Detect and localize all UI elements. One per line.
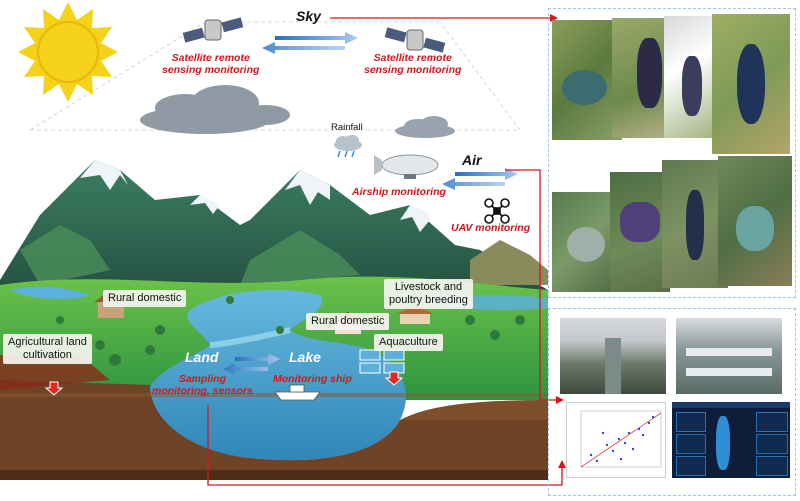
monitoring-ship-label: Monitoring ship [273, 373, 352, 385]
air-exchange-arrow-icon [442, 168, 518, 190]
airship-label: Airship monitoring [352, 186, 446, 198]
rain-cloud-icon [334, 135, 362, 158]
agricultural-label: Agricultural land cultivation [3, 334, 92, 364]
cloud-icon [140, 85, 290, 134]
cloud-icon [395, 116, 455, 138]
land-label: Land [185, 349, 219, 365]
scatter-plot [580, 410, 662, 468]
field-photo-2 [676, 318, 782, 394]
rural-domestic-left-label: Rural domestic [103, 290, 187, 307]
rural-domestic-center-label: Rural domestic [306, 313, 390, 330]
drone-icon [484, 198, 510, 224]
monitoring-dashboard [672, 402, 790, 478]
aquaculture-ponds [359, 349, 405, 374]
mountain-range [0, 160, 548, 300]
livestock-label: Livestock and poultry breeding [384, 279, 473, 309]
lake-label: Lake [289, 349, 321, 365]
uav-label: UAV monitoring [451, 222, 531, 234]
sky-exchange-arrow-icon [262, 32, 358, 54]
sampling-label: Sampling monitoring, sensors [152, 373, 253, 397]
concentration-scatter-chart [566, 402, 666, 478]
sky-label: Sky [296, 8, 321, 24]
arrow-icon [44, 371, 404, 396]
air-label: Air [462, 152, 482, 168]
satellite-icon [384, 27, 446, 53]
ship-icon [274, 384, 321, 401]
remote-sensing-panel [548, 8, 796, 298]
satellite-image-8 [718, 156, 792, 286]
satellite-left-label: Satellite remote sensing monitoring [162, 52, 260, 76]
satellite-image-6 [610, 172, 670, 292]
satellite-image-7 [662, 160, 728, 288]
satellite-image-1 [552, 20, 622, 140]
field-photo-1 [560, 318, 666, 394]
aquaculture-label: Aquaculture [374, 334, 443, 351]
satellite-image-2 [612, 18, 674, 138]
satellite-image-4 [712, 14, 790, 154]
satellite-right-label: Satellite remote sensing monitoring [364, 52, 462, 76]
rainfall-label: Rainfall [331, 122, 363, 133]
field-data-panel [548, 308, 796, 496]
satellite-image-5 [552, 192, 617, 292]
house-icon [396, 305, 434, 324]
airship-icon [374, 154, 439, 179]
sun-icon [18, 2, 118, 102]
land-lake-exchange-arrow-icon [223, 353, 280, 375]
